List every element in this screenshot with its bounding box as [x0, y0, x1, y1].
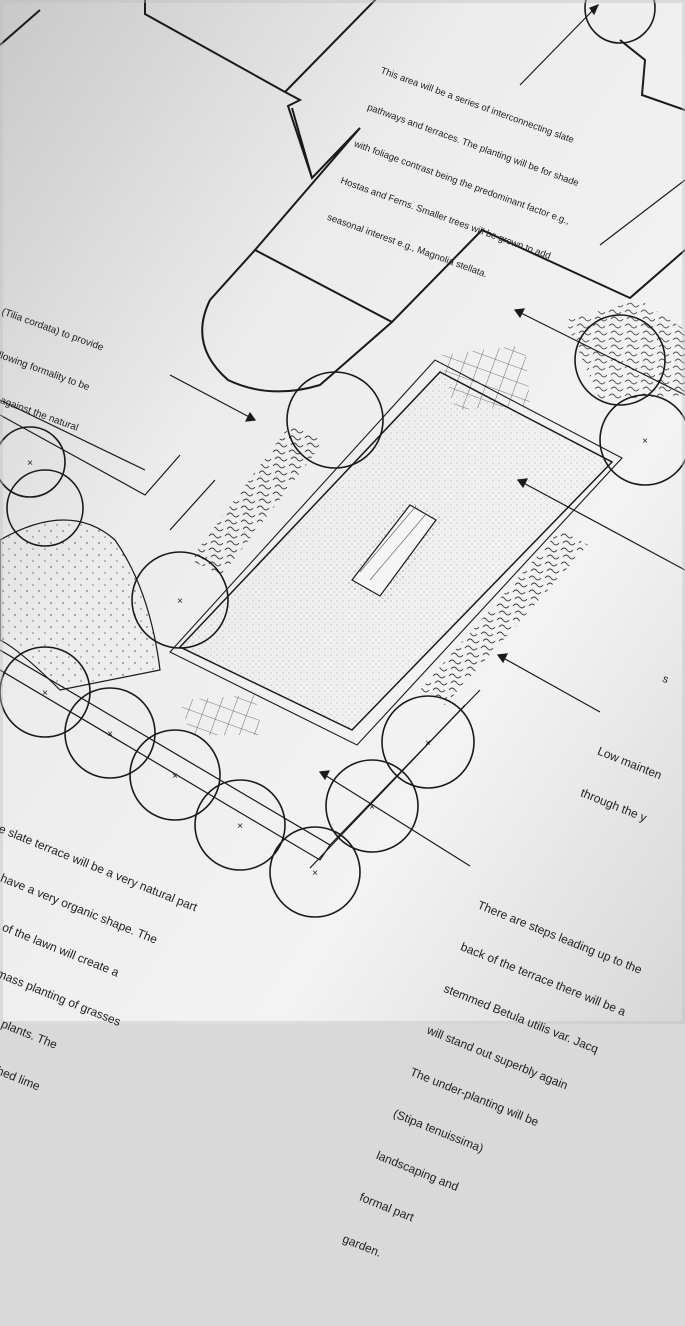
svg-text:×: ×: [237, 821, 243, 832]
annotation-line: pathways and terraces. The planting will…: [365, 102, 581, 190]
svg-text:×: ×: [27, 458, 33, 469]
annotation-line: lime (Tilia cordata) to provide: [0, 299, 105, 354]
annotation-line: Low mainten: [595, 743, 664, 783]
svg-text:×: ×: [642, 436, 648, 447]
landscape-plan-photo: × × × × × × × × × ×: [0, 0, 685, 1024]
building-outline: [0, 0, 685, 393]
svg-text:×: ×: [107, 729, 113, 740]
svg-text:×: ×: [369, 802, 375, 813]
svg-text:×: ×: [312, 868, 318, 879]
trees: [0, 0, 685, 918]
rows-lines: [0, 179, 685, 869]
svg-text:×: ×: [42, 688, 48, 699]
svg-text:×: ×: [177, 596, 183, 607]
paving-grids: [180, 345, 530, 735]
svg-text:×: ×: [172, 771, 178, 782]
annotation-line: Hostas and Ferns. Smaller trees will be …: [338, 175, 553, 262]
tree-markers: × × × × × × × × × ×: [27, 436, 648, 879]
callout-arrows: [169, 3, 685, 867]
annotation-line: with foliage contrast being the predomin…: [352, 138, 571, 228]
hedges: [190, 300, 685, 705]
annotation-line: through the y: [578, 785, 649, 825]
